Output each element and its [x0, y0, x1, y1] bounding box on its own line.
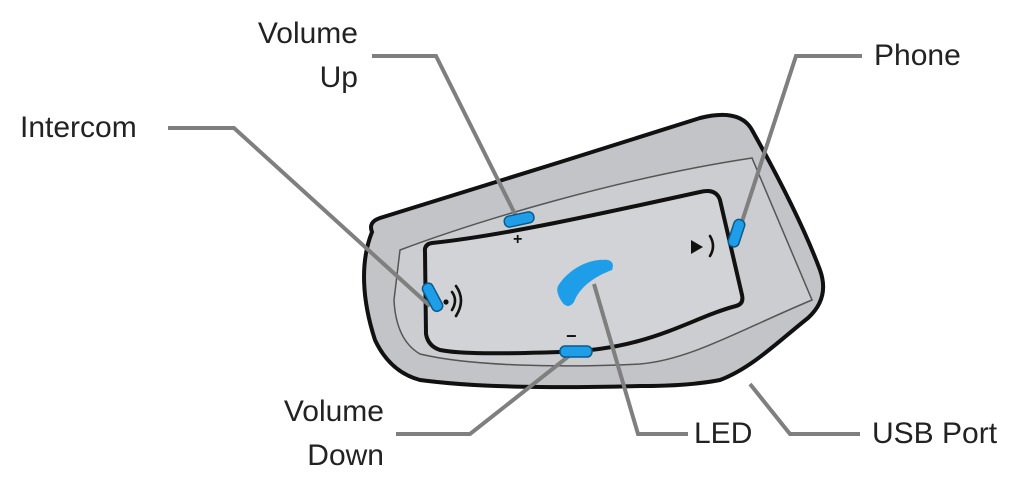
label-volume-up-line-1: Volume [257, 17, 358, 50]
label-volume-down: Volume Down [240, 390, 384, 478]
leader-volume-down [396, 350, 576, 436]
minus-symbol: − [566, 326, 577, 346]
leader-intercom [168, 126, 432, 308]
leader-usb-port [748, 382, 860, 436]
plus-symbol: + [513, 231, 522, 248]
leader-volume-up [372, 54, 520, 221]
logo-icon [557, 259, 613, 306]
label-volume-down-line-2: Down [307, 439, 384, 472]
label-intercom: Intercom [20, 111, 137, 144]
leader-led [592, 283, 688, 436]
label-volume-up: Volume Up [236, 12, 358, 100]
label-usb-port: USB Port [872, 417, 998, 450]
intercom-button[interactable] [421, 281, 445, 313]
label-volume-down-line-1: Volume [283, 395, 384, 428]
volume-up-button[interactable] [503, 211, 535, 228]
leader-phone [734, 54, 862, 241]
intercom-waves-icon [443, 284, 463, 318]
volume-down-button[interactable] [559, 345, 593, 358]
label-led: LED [694, 417, 753, 450]
phone-button[interactable] [727, 218, 746, 248]
phone-play-icon [691, 234, 715, 258]
label-volume-up-line-2: Up [319, 61, 358, 94]
label-phone: Phone [874, 39, 961, 72]
